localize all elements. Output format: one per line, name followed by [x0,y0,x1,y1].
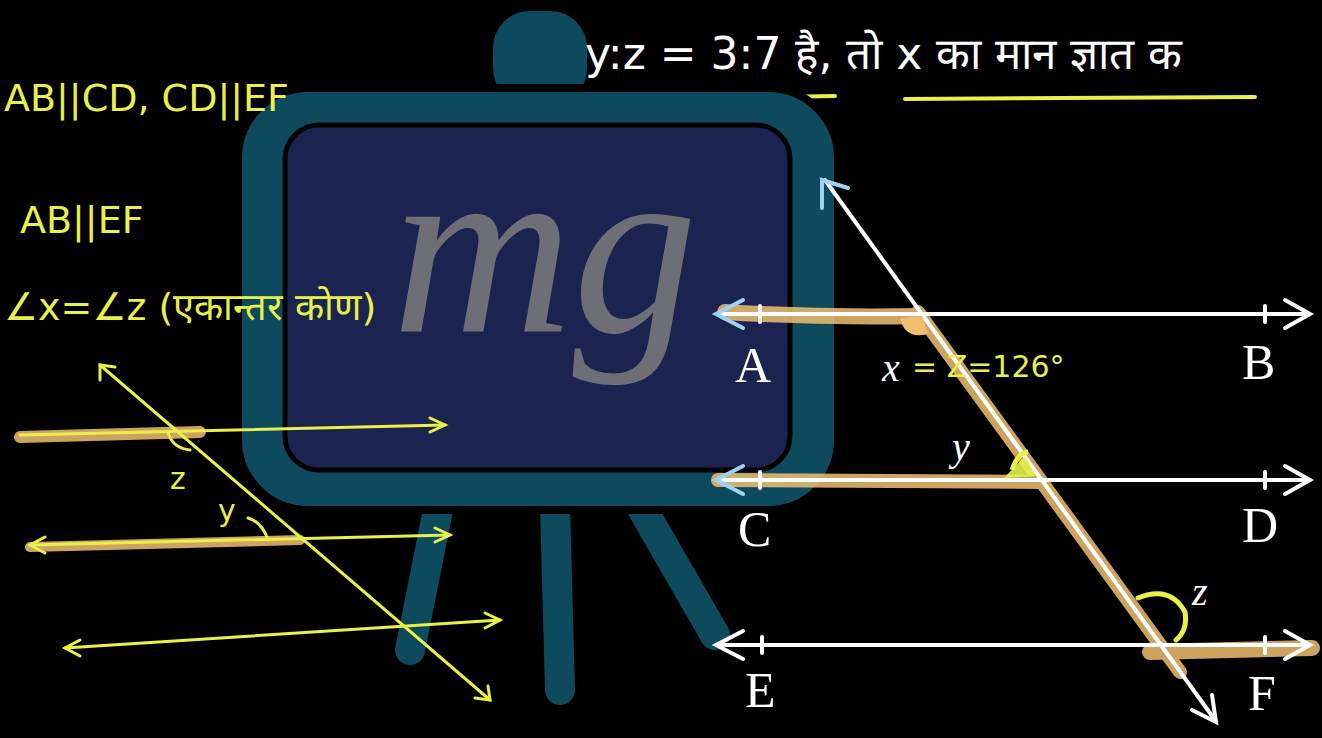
note-text: AB||EF [20,200,144,242]
angle-label: y [952,425,970,469]
note-text: ∠x=∠z (एकान्तर कोण) [4,287,376,329]
watermark: mg [392,110,698,385]
note-text: AB||CD, CD||EF [4,78,289,120]
point-label: C [738,502,771,557]
point-label: B [1242,335,1275,390]
angle-label: y [218,494,236,527]
angle-label: z [170,462,186,495]
question-text: y:z = 3:7 है, तो x का मान ज्ञात क [585,30,1182,78]
point-label: F [1248,666,1276,721]
angle-label: x [882,346,900,390]
point-label: A [735,338,771,393]
point-label: E [745,663,776,718]
angle-label: z [1192,570,1208,614]
point-label: D [1242,498,1278,553]
angle-value: = Z=126° [912,350,1065,383]
